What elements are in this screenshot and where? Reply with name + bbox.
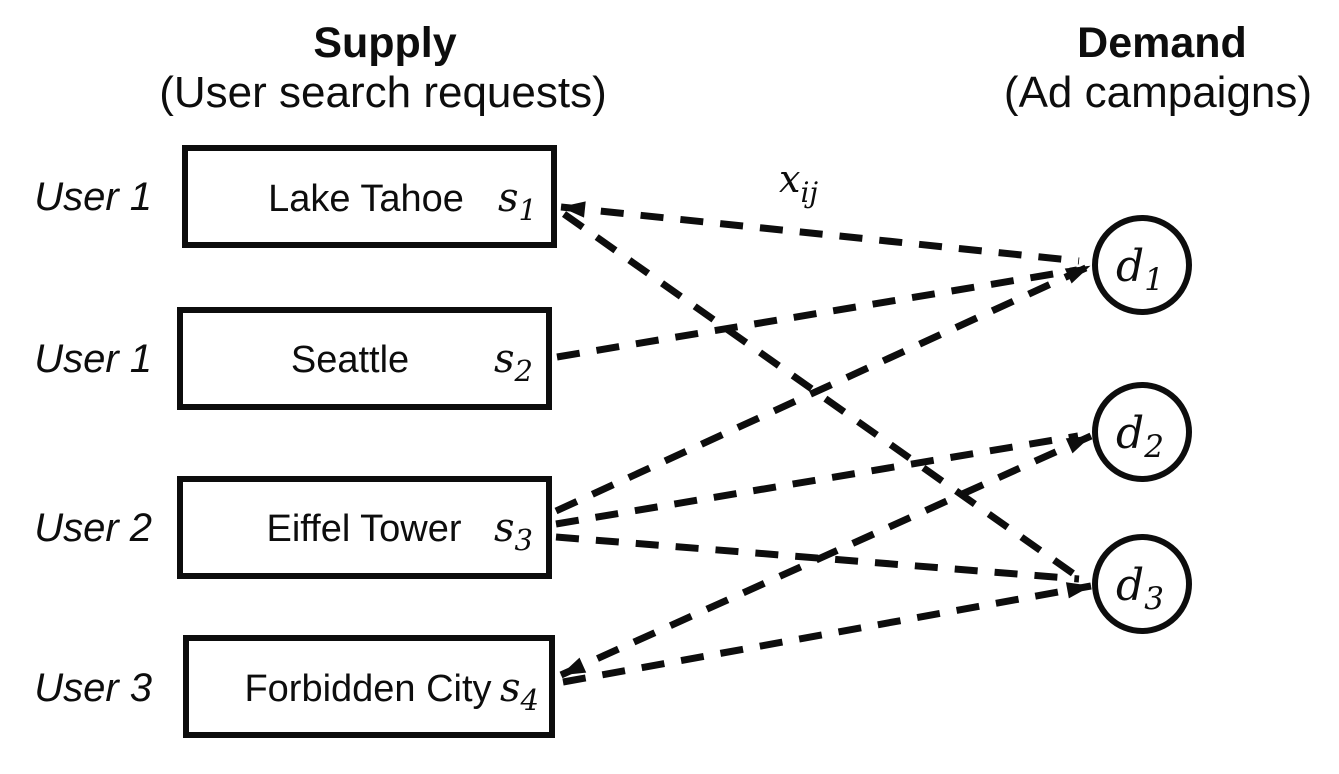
edge-group xyxy=(554,201,1093,686)
supply-node-s3: User 2 Eiffel Tower s3 xyxy=(34,476,552,579)
query-label: Eiffel Tower xyxy=(266,508,461,550)
edge-s4-d3 xyxy=(562,582,1092,686)
supply-node-s1: User 1 Lake Tahoe s1 xyxy=(34,145,557,248)
demand-node-d2: d2 xyxy=(1092,382,1192,482)
user-label: User 2 xyxy=(34,506,152,550)
supply-box-s1 xyxy=(182,145,557,248)
supply-subtitle: (User search requests) xyxy=(159,68,606,117)
supply-header: Supply (User search requests) xyxy=(159,19,606,117)
edge-s2-d1 xyxy=(556,266,1078,361)
supply-symbol: s2 xyxy=(494,336,533,388)
demand-node-d1: d1 xyxy=(1092,215,1192,315)
demand-circle-d2 xyxy=(1092,382,1192,482)
edge-s1-d3 xyxy=(561,211,1081,580)
edge-s1-d1 xyxy=(560,201,1080,265)
query-label: Forbidden City xyxy=(244,668,491,710)
supply-node-s4: User 3 Forbidden City s4 xyxy=(34,635,555,738)
supply-box-s3 xyxy=(177,476,552,579)
supply-box-s2 xyxy=(177,307,552,410)
supply-box-s4 xyxy=(183,635,555,738)
demand-symbol: d3 xyxy=(1116,560,1164,617)
demand-symbol: d1 xyxy=(1116,241,1164,298)
edge-variable-label: xij xyxy=(779,157,818,209)
supply-node-s2: User 1 Seattle s2 xyxy=(34,307,552,410)
user-label: User 1 xyxy=(34,337,152,381)
edge-s4-d2 xyxy=(559,432,1093,679)
supply-title: Supply xyxy=(313,19,456,67)
demand-title: Demand xyxy=(1077,19,1247,67)
demand-header: Demand (Ad campaigns) xyxy=(1004,19,1312,117)
user-label: User 3 xyxy=(34,666,152,710)
query-label: Seattle xyxy=(291,339,409,381)
supply-symbol: s1 xyxy=(498,175,537,227)
supply-symbol: s3 xyxy=(494,505,533,557)
supply-symbol: s4 xyxy=(500,665,539,717)
demand-subtitle: (Ad campaigns) xyxy=(1004,68,1312,117)
user-label: User 1 xyxy=(34,175,152,219)
query-label: Lake Tahoe xyxy=(268,178,464,220)
demand-node-d3: d3 xyxy=(1092,534,1192,634)
demand-circle-d3 xyxy=(1092,534,1192,634)
demand-circle-d1 xyxy=(1092,215,1192,315)
demand-symbol: d2 xyxy=(1116,408,1164,465)
